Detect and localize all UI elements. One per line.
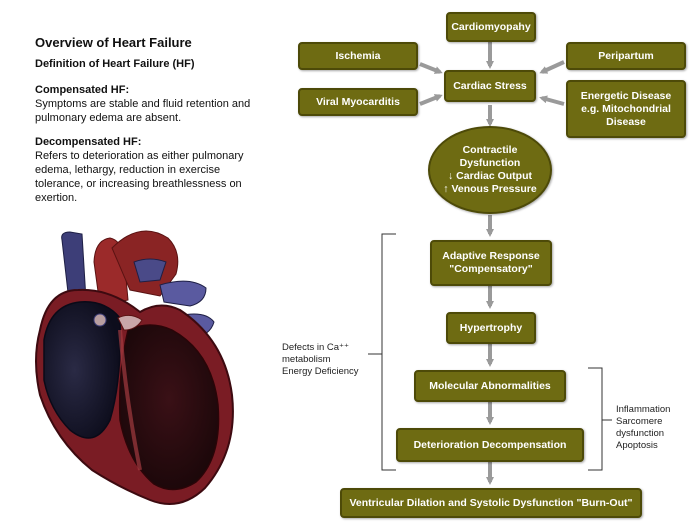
compensated-heading: Compensated HF: xyxy=(35,84,130,96)
decompensated-body: Refers to deterioration as either pulmon… xyxy=(35,150,244,204)
contractile-line-4: ↑ Venous Pressure xyxy=(443,183,537,195)
decompensated-heading: Decompensated HF: xyxy=(35,136,142,148)
node-energetic-disease: Energetic Disease e.g. Mitochondrial Dis… xyxy=(566,80,686,138)
left-note-line-1: Defects in Ca⁺⁺ xyxy=(282,342,350,353)
node-contractile-dysfunction: Contractile Dysfunction ↓ Cardiac Output… xyxy=(428,126,552,214)
right-note-line-2: Sarcomere xyxy=(616,416,663,427)
right-note-line-1: Inflammation xyxy=(616,404,671,415)
node-cardiac-stress: Cardiac Stress xyxy=(444,70,536,102)
node-hypertrophy: Hypertrophy xyxy=(446,312,536,344)
right-note-line-3: dysfunction xyxy=(616,428,665,439)
definition-heading: Definition of Heart Failure (HF) xyxy=(35,58,195,70)
contractile-line-1: Contractile xyxy=(462,144,518,156)
node-molecular-abnormalities: Molecular Abnormalities xyxy=(414,370,566,402)
node-adaptive-response: Adaptive Response "Compensatory" xyxy=(430,240,552,286)
left-note-line-2: metabolism xyxy=(282,354,331,365)
page-title: Overview of Heart Failure xyxy=(35,35,192,50)
node-ischemia: Ischemia xyxy=(298,42,418,70)
node-cardiomyopathy: Cardiomyopahy xyxy=(446,12,536,42)
node-peripartum: Peripartum xyxy=(566,42,686,70)
left-note-line-3: Energy Deficiency xyxy=(282,366,359,377)
contractile-line-3: ↓ Cardiac Output xyxy=(447,170,532,182)
node-deterioration-decompensation: Deterioration Decompensation xyxy=(396,428,584,462)
energetic-line-2: e.g. Mitochondrial xyxy=(581,102,671,115)
left-bracket-note: Defects in Ca⁺⁺ metabolism Energy Defici… xyxy=(282,342,359,378)
adaptive-line-1: Adaptive Response xyxy=(442,250,540,262)
right-note-line-4: Apoptosis xyxy=(616,440,658,451)
node-ventricular-dilation: Ventricular Dilation and Systolic Dysfun… xyxy=(340,488,642,518)
node-viral-myocarditis: Viral Myocarditis xyxy=(298,88,418,116)
right-bracket-note: Inflammation Sarcomere dysfunction Apopt… xyxy=(616,404,670,452)
compensated-body: Symptoms are stable and fluid retention … xyxy=(35,98,251,124)
adaptive-line-2: "Compensatory" xyxy=(449,263,533,275)
energetic-line-1: Energetic Disease xyxy=(580,89,672,102)
contractile-line-2: Dysfunction xyxy=(459,157,521,169)
energetic-line-3: Disease xyxy=(606,115,646,128)
